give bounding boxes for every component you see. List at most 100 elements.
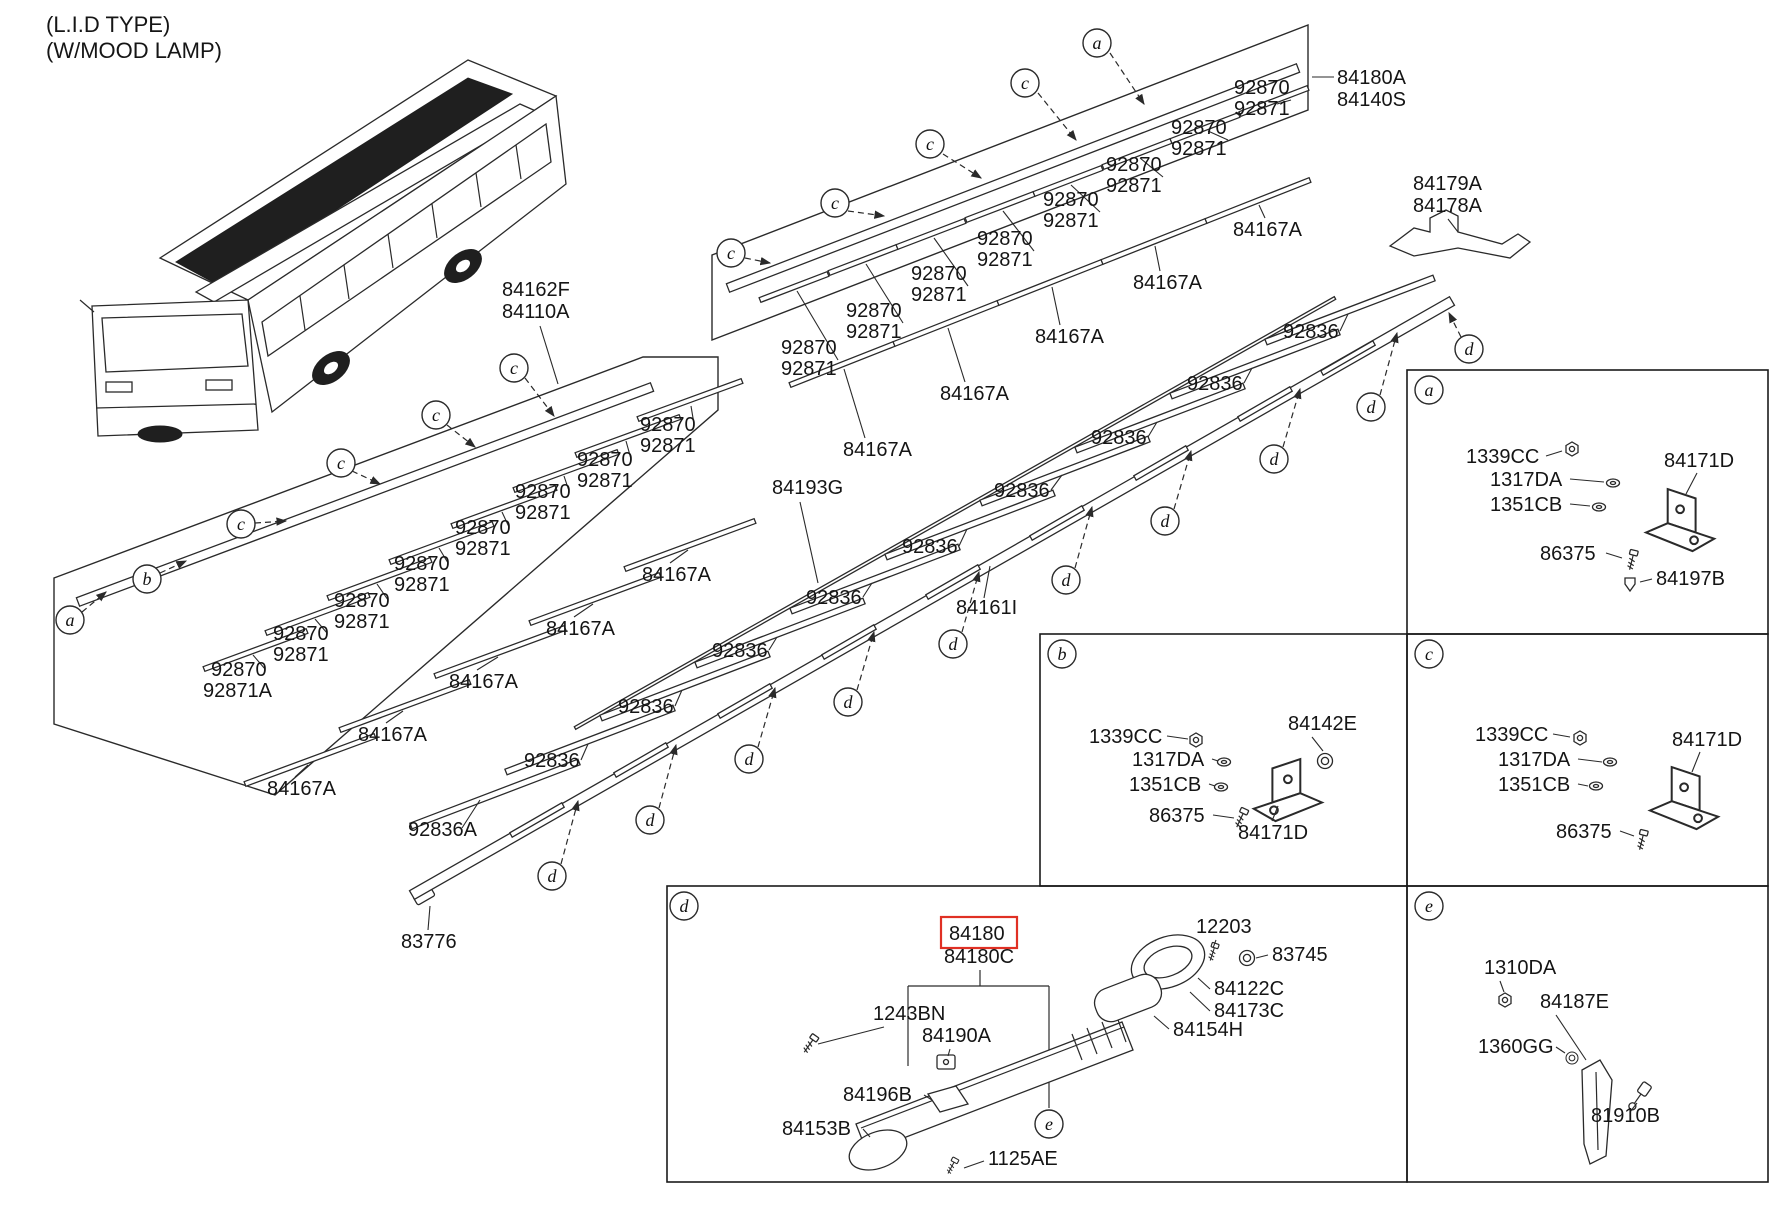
part-number-label: 92870 — [1106, 154, 1162, 176]
detail-box-d — [666, 885, 1408, 1183]
callout-circle-d — [734, 744, 764, 774]
leader-line — [1139, 157, 1164, 178]
leader-line — [1499, 980, 1505, 993]
part-number-label: 92870 — [781, 337, 837, 359]
leader-line — [1147, 421, 1158, 438]
part-number-label: 1317DA — [1498, 749, 1571, 771]
leader-line — [1555, 1046, 1566, 1054]
part-number-label: 92836 — [1283, 321, 1339, 343]
leader-line — [1271, 805, 1279, 822]
part-number-label: 92871A — [203, 680, 273, 702]
leader-line — [461, 799, 481, 829]
callout-circle-d — [938, 629, 968, 659]
clip-icon — [1624, 577, 1636, 592]
leader-line — [796, 290, 839, 361]
callout-circle-d — [1150, 506, 1180, 536]
callout-letter: c — [926, 134, 934, 154]
part-number-label: 12203 — [1196, 916, 1252, 938]
part-number-label: 84196B — [843, 1084, 912, 1106]
leader-line — [1002, 210, 1035, 252]
callout-arrow — [658, 743, 678, 809]
molding-strip — [1169, 111, 1241, 145]
part-number-label: 1339CC — [1475, 724, 1548, 746]
leader-line — [768, 636, 778, 651]
nut-icon — [1189, 732, 1203, 748]
leader-line — [1197, 977, 1211, 990]
part-number-label: 84140S — [1337, 89, 1406, 111]
part-number-label: 92870 — [640, 414, 696, 436]
callout-arrow — [1037, 92, 1077, 141]
part-number-label: 84190A — [922, 1025, 992, 1047]
part-number-label: 92870 — [1171, 117, 1227, 139]
callout-arrow — [446, 424, 476, 448]
part-number-label: 92871 — [640, 435, 696, 457]
molding-strip — [725, 62, 1301, 294]
molding-strip — [528, 571, 662, 627]
part-number-label: 84173C — [1214, 1000, 1284, 1022]
callout-arrow — [81, 591, 107, 613]
callout-circle-c — [820, 188, 850, 218]
part-number-label: 92871 — [1234, 98, 1290, 120]
leader-line — [799, 501, 819, 584]
leader-line — [983, 565, 991, 599]
leader-line — [427, 905, 431, 931]
leader-line — [1212, 939, 1217, 949]
callout-arrow — [1173, 449, 1193, 510]
callout-circle-c — [226, 509, 256, 539]
part-number-label: 92870 — [515, 481, 571, 503]
molding-strip — [599, 650, 771, 722]
leader-line — [314, 618, 328, 634]
part-number-label: 84178A — [1413, 195, 1483, 217]
callout-circle-d — [1356, 392, 1386, 422]
callout-arrow — [1282, 387, 1302, 448]
leader-line — [1258, 204, 1266, 219]
molding-strip — [573, 295, 1337, 731]
callout-circle-c — [499, 353, 529, 383]
callout-circle-d — [1259, 444, 1289, 474]
molding-strip — [612, 741, 670, 779]
molding-strip — [716, 682, 774, 720]
molding-strip — [1028, 504, 1086, 542]
leader-line — [1243, 367, 1253, 384]
leader-line — [1154, 245, 1161, 272]
part-number-label: 92871 — [1171, 138, 1227, 160]
callout-arrow — [159, 560, 188, 574]
callout-circle-c — [421, 400, 451, 430]
part-number-label: 84162F — [502, 279, 570, 301]
leader-line — [1050, 474, 1063, 491]
part-number-label: 1125AE — [988, 1148, 1058, 1170]
callout-letter: c — [337, 453, 345, 473]
part-number-label: 92836 — [1091, 427, 1147, 449]
part-number-label: 92870 — [977, 228, 1033, 250]
molding-strip — [1319, 339, 1377, 377]
part-number-label: 92870 — [334, 590, 390, 612]
leader-line — [1211, 758, 1219, 762]
callout-letter: b — [1058, 644, 1067, 664]
part-number-label: 92870 — [1234, 77, 1290, 99]
mood-lamp-strip — [175, 77, 514, 287]
callout-letter: c — [237, 514, 245, 534]
nut-icon — [1498, 992, 1512, 1008]
part-number-label: 84180 — [949, 923, 1005, 945]
part-number-label: 92871 — [334, 611, 390, 633]
callout-circle-d — [669, 891, 699, 921]
diagram-note-line1: (L.I.D TYPE) — [46, 12, 170, 37]
leader-line — [385, 710, 404, 724]
molding-strip — [1204, 176, 1312, 225]
mounting-bracket-icon — [1252, 758, 1324, 823]
molding-strip — [623, 517, 757, 573]
part-number-label: 92836 — [902, 536, 958, 558]
part-number-label: 84153B — [782, 1118, 851, 1140]
molding-strip — [1100, 217, 1208, 266]
leader-line — [947, 327, 966, 383]
molding-strip — [1236, 385, 1294, 423]
callout-letter: a — [1425, 380, 1434, 400]
detail-box-a — [1406, 369, 1769, 635]
callout-letter: d — [1367, 397, 1377, 417]
grommet-icon — [1565, 1051, 1579, 1065]
part-number-label: 92871 — [1043, 210, 1099, 232]
lamp-lens-line — [860, 1026, 1125, 1129]
part-number-label: 92870 — [846, 300, 902, 322]
molding-strip — [820, 623, 878, 661]
callout-letter: a — [66, 610, 75, 630]
